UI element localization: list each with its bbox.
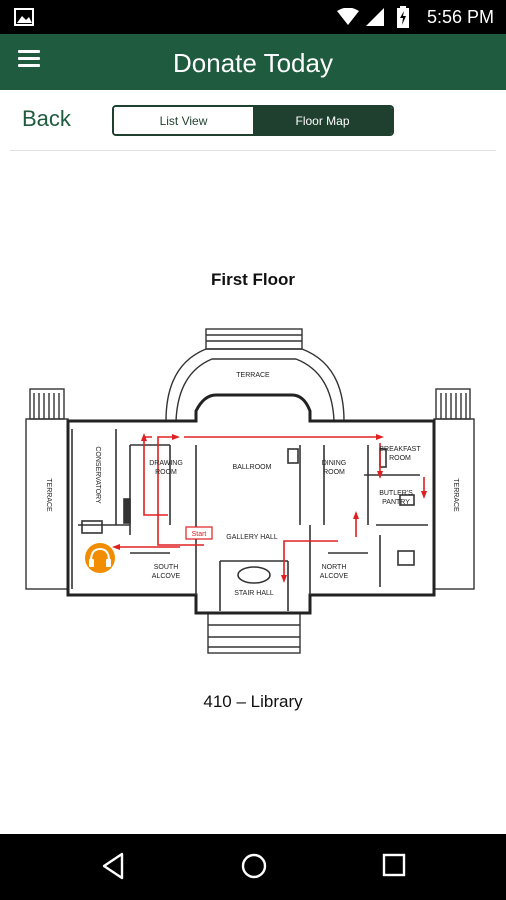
status-time: 5:56 PM (426, 7, 494, 27)
back-triangle-icon[interactable] (100, 852, 126, 880)
label-gallery-hall: GALLERY HALL (226, 534, 278, 541)
wifi-icon (337, 8, 359, 25)
app-bar: Donate Today (0, 34, 506, 90)
divider (10, 150, 496, 151)
label-north-alcove-1: NORTH (322, 564, 347, 571)
label-terrace-left: TERRACE (45, 478, 52, 512)
audio-headphones-icon[interactable] (85, 543, 115, 573)
floor-map[interactable]: Start TERRACE TERRACE TERRACE CONSERVATO… (20, 325, 486, 660)
floor-title: First Floor (210, 270, 296, 289)
start-label: Start (192, 531, 207, 538)
cell-signal-icon (366, 8, 384, 26)
label-butlers-pantry-1: BUTLER'S (379, 490, 413, 497)
label-north-alcove-2: ALCOVE (320, 573, 349, 580)
building-walls (66, 393, 436, 615)
label-drawing-room-1: DRAWING (149, 460, 183, 467)
label-butlers-pantry-2: PANTRY (382, 499, 410, 506)
label-stair-hall: STAIR HALL (234, 590, 274, 597)
navigation-bar (0, 834, 506, 900)
label-dining-room-1: DINING (322, 460, 347, 467)
label-south-alcove-1: SOUTH (154, 564, 179, 571)
route-line (157, 436, 204, 546)
back-button[interactable]: Back (22, 106, 71, 131)
label-south-alcove-2: ALCOVE (152, 573, 181, 580)
status-bar: 5:56 PM (0, 0, 506, 34)
label-terrace-top: TERRACE (236, 372, 270, 379)
label-drawing-room-2: ROOM (155, 469, 177, 476)
list-view-tab[interactable]: List View (114, 107, 253, 134)
label-breakfast-room-2: ROOM (389, 455, 411, 462)
top-steps (205, 328, 303, 350)
floor-map-tab[interactable]: Floor Map (253, 107, 392, 134)
label-terrace-right: TERRACE (452, 478, 459, 512)
label-breakfast-room-1: BREAKFAST (379, 446, 421, 453)
image-notification-icon (14, 8, 34, 26)
location-caption: 410 – Library (203, 692, 303, 711)
label-ballroom: BALLROOM (233, 464, 272, 471)
battery-charging-icon (397, 6, 409, 28)
recents-square-icon[interactable] (382, 852, 406, 878)
top-terrace-outline (165, 348, 345, 422)
app-title: Donate Today (173, 48, 333, 78)
home-circle-icon[interactable] (240, 852, 268, 880)
label-dining-room-2: ROOM (323, 469, 345, 476)
start-marker[interactable] (185, 526, 213, 540)
hamburger-menu-icon[interactable] (18, 50, 40, 72)
view-toggle: List View Floor Map (112, 105, 394, 136)
label-conservatory: CONSERVATORY (94, 446, 101, 504)
